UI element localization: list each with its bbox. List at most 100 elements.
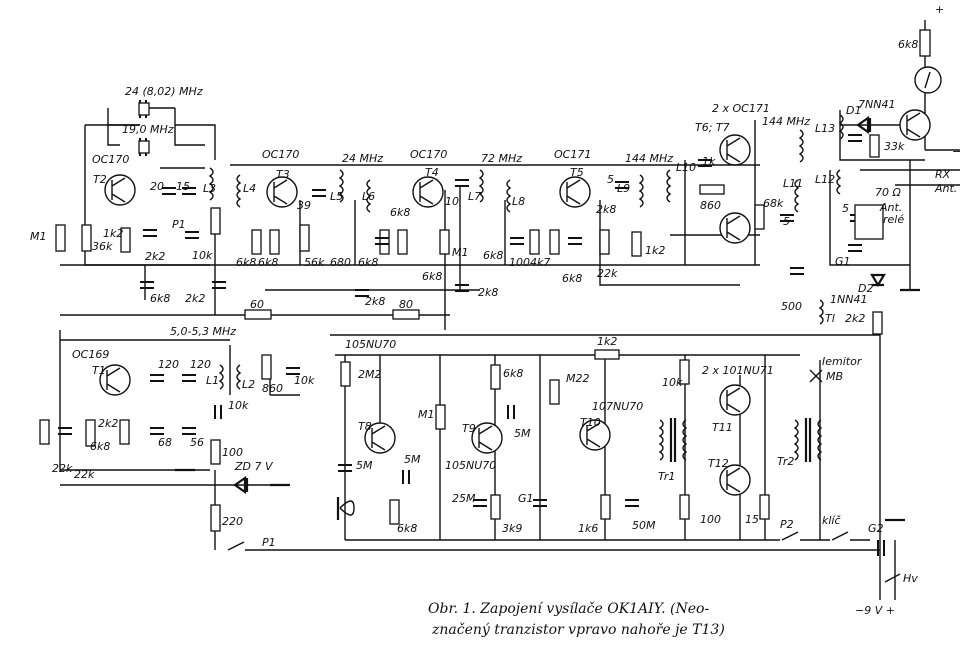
label-c5m-t9: 5M xyxy=(514,427,531,440)
label-c50m: 50M xyxy=(632,519,656,532)
label-r1k2-t2: 1k2 xyxy=(103,227,123,240)
label-c100: 100 xyxy=(509,256,530,269)
label-l10: L10 xyxy=(676,161,696,174)
label-t67-type: 2 x OC171 xyxy=(712,102,770,115)
label-c2k8-b: 2k8 xyxy=(478,286,498,299)
label-t1112-type: 2 x 101NU71 xyxy=(702,364,774,377)
label-r6k8-t3b: 6k8 xyxy=(258,256,278,269)
label-c10k-b: 10k xyxy=(294,374,315,387)
label-t2-ref: T2 xyxy=(93,173,107,186)
label-c20: 20 xyxy=(150,180,164,193)
label-t1-type: OC169 xyxy=(72,348,109,361)
label-r22k-b: 22k xyxy=(74,468,95,481)
label-d2type: 1NN41 xyxy=(830,293,867,306)
label-ant-rele-2: relé xyxy=(883,213,904,226)
label-t9-ref: T9 xyxy=(462,422,476,435)
label-t4-type: OC170 xyxy=(410,148,447,161)
label-c6k8-t5b: 6k8 xyxy=(562,272,582,285)
label-r1k2-t5: 1k2 xyxy=(645,244,665,257)
label-r1k6: 1k6 xyxy=(578,522,598,535)
label-t8-ref: T8 xyxy=(358,420,372,433)
label-t8-type: 105NU70 xyxy=(345,338,396,351)
label-ant-rele-1: Ant. xyxy=(879,201,902,214)
label-c6k8-a: 6k8 xyxy=(150,292,170,305)
label-r6k8-t4: 6k8 xyxy=(358,256,378,269)
label-c120b: 120 xyxy=(190,358,211,371)
label-c25m: 25M xyxy=(452,492,476,505)
label-l5: L5 xyxy=(330,190,343,203)
label-r6k8-t3a: 6k8 xyxy=(236,256,256,269)
label-c5-rele: 5 xyxy=(842,202,849,215)
label-c-g1: G1 xyxy=(518,492,534,505)
label-f144b: 144 MHz xyxy=(762,115,810,128)
label-r6k8-t4-mid: 6k8 xyxy=(390,206,410,219)
label-r36k: 36k xyxy=(92,240,113,253)
label-r1k2-mid: 1k2 xyxy=(597,335,617,348)
label-c10: 10 xyxy=(445,195,459,208)
label-r68k: 68k xyxy=(763,197,784,210)
label-f144a: 144 MHz xyxy=(625,152,673,165)
label-supply: −9 V + xyxy=(855,604,895,617)
label-r80: 80 xyxy=(399,298,413,311)
label-l11: L11 xyxy=(783,177,803,190)
freq-crystal-bottom: 19,0 MHz xyxy=(122,123,174,136)
label-t9-type: 105NU70 xyxy=(445,459,496,472)
label-r100-mod: 100 xyxy=(700,513,721,526)
label-r4k7: 4k7 xyxy=(530,256,550,269)
label-g2: G2 xyxy=(868,522,884,535)
label-c5m-a: 5M xyxy=(356,459,373,472)
label-emitter-1: Iemitor xyxy=(822,355,863,368)
label-t67-ref: T6; T7 xyxy=(695,121,730,134)
label-r860-b: 860 xyxy=(262,382,283,395)
label-l8: L8 xyxy=(512,195,525,208)
label-plus-top: + xyxy=(935,3,944,16)
label-c2k8-t5: 2k8 xyxy=(596,203,616,216)
label-l1: L1 xyxy=(206,374,219,387)
label-c5b: 5 xyxy=(783,215,790,228)
label-t12-ref: T12 xyxy=(708,457,729,470)
label-r15: 15 xyxy=(745,513,759,526)
label-c680: 680 xyxy=(330,256,351,269)
label-l9: L9 xyxy=(617,182,630,195)
label-c56: 56 xyxy=(190,436,204,449)
label-m22: M22 xyxy=(566,372,590,385)
label-d2: D2 xyxy=(858,282,873,295)
label-m1-t9: M1 xyxy=(418,408,435,421)
label-g1-right: G1 xyxy=(835,255,851,268)
label-f24: 24 MHz xyxy=(342,152,383,165)
label-r33k: 33k xyxy=(884,140,905,153)
label-t2-type: OC170 xyxy=(92,153,129,166)
label-l3: L3 xyxy=(203,182,216,195)
label-c500: 500 xyxy=(781,300,802,313)
label-r2k2-d2: 2k2 xyxy=(845,312,865,325)
label-zd: ZD 7 V xyxy=(234,460,274,473)
figure-caption-line1: Obr. 1. Zapojení vysílače OK1AIY. (Neo- xyxy=(428,601,709,617)
label-l7: L7 xyxy=(468,190,481,203)
wiring xyxy=(59,20,960,600)
label-r2k2-t1: 2k2 xyxy=(98,417,118,430)
transistor-symbols xyxy=(99,109,931,496)
label-ant: Ant. xyxy=(934,182,957,195)
label-p2: P2 xyxy=(780,518,794,531)
label-emitter-2: MB xyxy=(826,370,843,383)
label-t3-ref: T3 xyxy=(276,168,290,181)
label-r6k8-t4b: 6k8 xyxy=(422,270,442,283)
capacitors xyxy=(58,100,885,556)
component-labels: 24 (8,02) MHz 19,0 MHz OC170 T2 M1 36k 1… xyxy=(30,3,961,617)
label-c5m-b: 5M xyxy=(404,453,421,466)
label-r220: 220 xyxy=(222,515,243,528)
label-t5-type: OC171 xyxy=(554,148,591,161)
label-c2k8-a: 2k8 xyxy=(365,295,385,308)
coils xyxy=(208,114,844,390)
label-c2k2-b: 2k2 xyxy=(185,292,205,305)
label-l13: L13 xyxy=(815,122,835,135)
label-hv: Hv xyxy=(903,572,918,585)
label-c120a: 120 xyxy=(158,358,179,371)
label-c39: 39 xyxy=(297,199,311,212)
label-t10-ref: T10 xyxy=(580,416,601,429)
label-minus-right: − xyxy=(952,145,961,158)
figure-caption-line2: značený tranzistor vpravo nahoře je T13) xyxy=(431,621,725,638)
resistors xyxy=(39,29,931,532)
label-p1-top: P1 xyxy=(172,218,186,231)
